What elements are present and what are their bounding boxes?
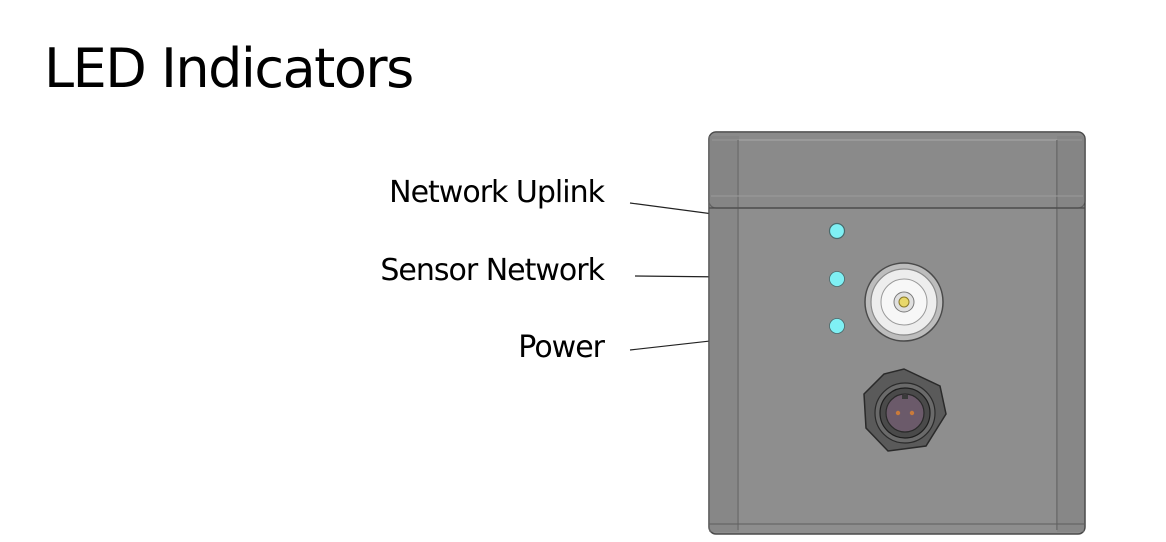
label-sensor-network: Sensor Network [380,253,605,288]
led-indicator-icon [828,222,846,240]
led-indicator-icon [829,271,845,287]
label-power: Power [518,330,605,365]
antenna-connector-icon [864,262,944,342]
led-indicator-icon [829,318,845,334]
power-connector-icon [863,368,947,452]
page-title: LED Indicators [44,37,414,100]
label-network-uplink: Network Uplink [389,175,605,210]
